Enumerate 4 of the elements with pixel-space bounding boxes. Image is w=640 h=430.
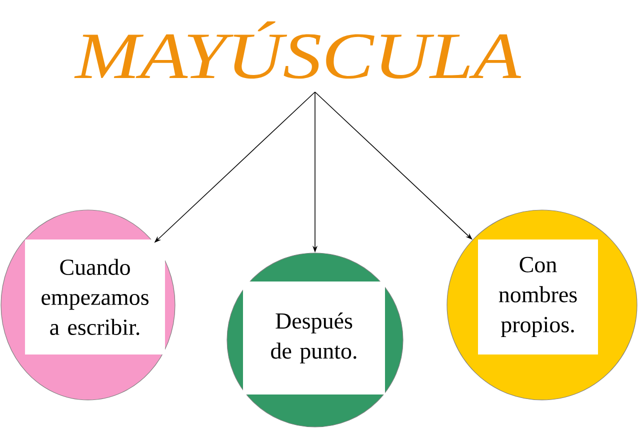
title-wordart: MAYÚSCULA [74, 21, 522, 79]
circle-with-text: Con nombres propios. [446, 210, 638, 400]
circle-with-text: Cuando empezamos a escribir. [0, 210, 176, 400]
circle-with-text: Después de punto. [226, 252, 404, 428]
